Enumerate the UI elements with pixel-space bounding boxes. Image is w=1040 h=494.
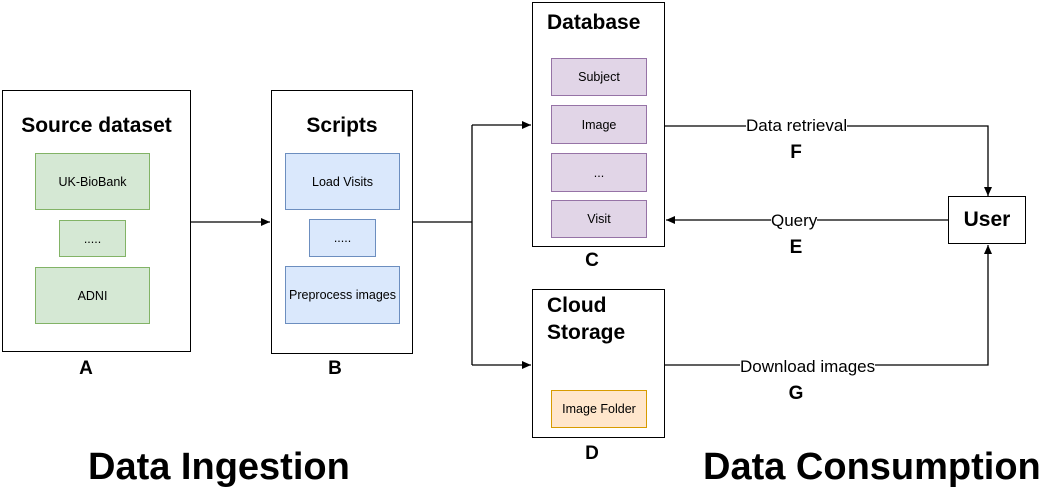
edge-download-images [664, 245, 992, 366]
source-dataset-box: Source dataset UK-BioBank ..... ADNI [2, 90, 191, 352]
source-item-adni: ADNI [35, 267, 150, 324]
edge-data-retrieval [664, 125, 992, 196]
label-b: B [328, 358, 342, 379]
database-item-subject: Subject [551, 58, 647, 96]
label-f: F [790, 142, 802, 163]
label-e: E [789, 237, 803, 258]
edge-label-download-images: Download images [740, 357, 876, 377]
scripts-item-load-visits: Load Visits [285, 153, 400, 210]
label-d: D [585, 443, 599, 464]
scripts-box: Scripts Load Visits ..... Preprocess ima… [271, 90, 413, 354]
database-item-image: Image [551, 105, 647, 144]
scripts-item-ellipsis: ..... [309, 219, 376, 257]
user-box: User [948, 196, 1026, 244]
source-dataset-title: Source dataset [21, 114, 172, 137]
cloud-storage-item-image-folder: Image Folder [551, 390, 647, 428]
label-g: G [788, 383, 804, 404]
database-box: Database Subject Image ... Visit [532, 2, 665, 247]
scripts-title: Scripts [306, 114, 378, 137]
database-item-ellipsis: ... [551, 153, 647, 192]
cloud-storage-title-line2: Storage [547, 321, 626, 344]
user-label: User [963, 208, 1011, 231]
edge-label-query: Query [771, 211, 818, 231]
cloud-storage-box: Cloud Storage Image Folder [532, 289, 665, 438]
source-item-uk-biobank: UK-BioBank [35, 153, 150, 210]
section-data-consumption: Data Consumption [703, 446, 1040, 488]
database-item-visit: Visit [551, 200, 647, 238]
section-data-ingestion: Data Ingestion [88, 446, 350, 488]
database-title: Database [547, 11, 641, 34]
cloud-storage-title-line1: Cloud [547, 294, 607, 317]
label-a: A [79, 358, 93, 379]
edge-label-data-retrieval: Data retrieval [746, 116, 848, 136]
label-c: C [585, 250, 599, 271]
scripts-item-preprocess-images: Preprocess images [285, 266, 400, 324]
source-item-ellipsis: ..... [59, 220, 126, 257]
